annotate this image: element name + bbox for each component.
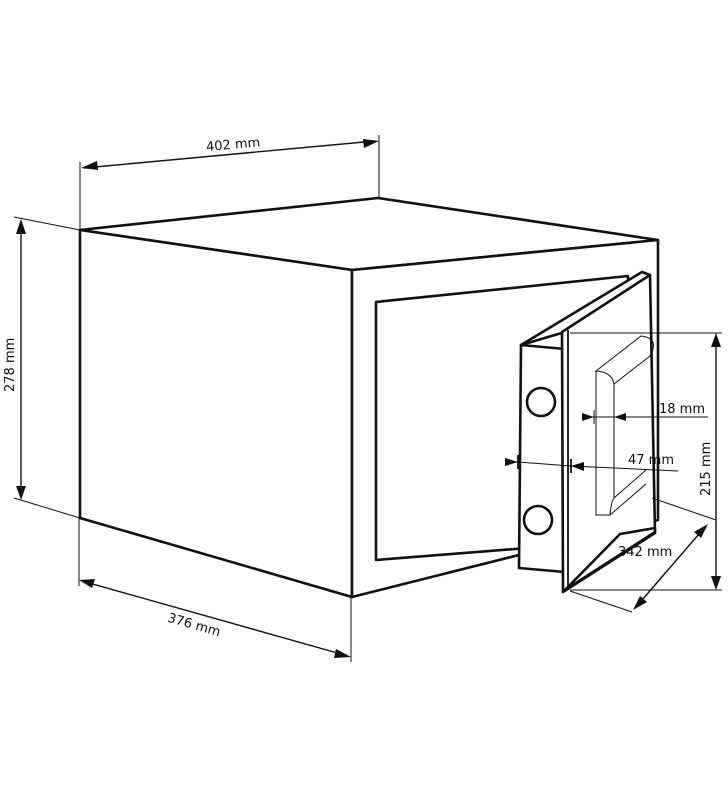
dim-height: 278 mm (3, 216, 81, 519)
door-handle (594, 335, 654, 516)
dim-width-label: 402 mm (205, 135, 260, 155)
door-thickness-panel (517, 343, 567, 574)
dim-door-height: 215 mm (570, 332, 722, 591)
dim-width: 402 mm (79, 135, 380, 232)
knob-top-icon (525, 386, 557, 418)
side-face (78, 228, 354, 599)
dim-height-label: 278 mm (3, 338, 18, 392)
door-bottom-edge (563, 526, 657, 592)
dim-door-thickness: 47 mm (504, 453, 679, 473)
dim-door-height-label: 215 mm (699, 442, 714, 496)
dim-door-thickness-label: 47 mm (628, 453, 674, 468)
dim-handle: 18 mm (582, 402, 708, 424)
dim-handle-label: 18 mm (659, 402, 705, 417)
dim-depth-label: 376 mm (166, 611, 222, 640)
knob-bottom-icon (522, 504, 554, 536)
safe-door (517, 270, 657, 594)
dim-door-width-label: 342 mm (618, 545, 672, 560)
dim-door-width: 342 mm (569, 497, 717, 613)
